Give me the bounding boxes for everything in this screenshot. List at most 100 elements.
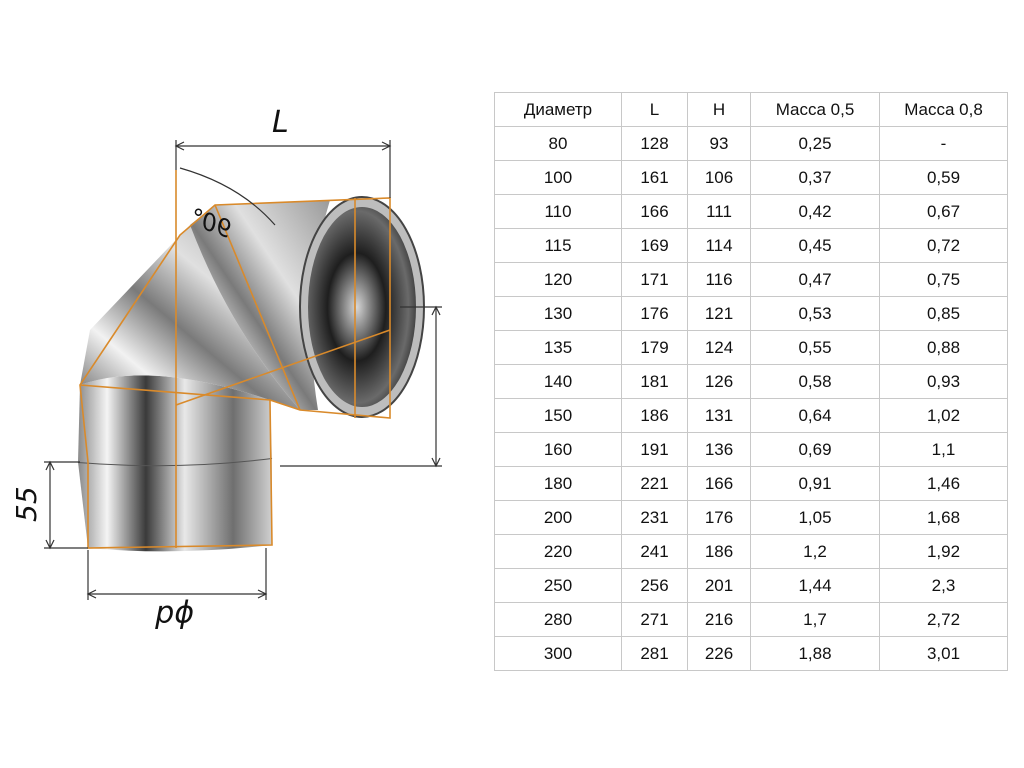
dimension-lines xyxy=(44,140,442,600)
table-cell: 0,42 xyxy=(750,194,880,229)
table-cell: 0,72 xyxy=(879,228,1008,263)
table-cell: 241 xyxy=(621,534,688,569)
table-cell: 271 xyxy=(621,602,688,637)
table-cell: 250 xyxy=(494,568,622,603)
diameter-label: ϕd xyxy=(154,598,194,633)
table-cell: 176 xyxy=(621,296,688,331)
table-cell: 166 xyxy=(687,466,751,501)
table-cell: 1,1 xyxy=(879,432,1008,467)
table-cell: 160 xyxy=(494,432,622,467)
table-cell: 115 xyxy=(494,228,622,263)
table-cell: 200 xyxy=(494,500,622,535)
table-cell: 0,85 xyxy=(879,296,1008,331)
table-cell: 1,05 xyxy=(750,500,880,535)
table-cell: 0,45 xyxy=(750,228,880,263)
table-cell: 176 xyxy=(687,500,751,535)
table-cell: 124 xyxy=(687,330,751,365)
table-cell: 1,88 xyxy=(750,636,880,671)
sleeve-height-label: 55 xyxy=(10,486,43,522)
table-cell: 2,3 xyxy=(879,568,1008,603)
table-cell: 136 xyxy=(687,432,751,467)
table-cell: 111 xyxy=(687,194,751,229)
table-cell: 166 xyxy=(621,194,688,229)
table-cell: 191 xyxy=(621,432,688,467)
construction-lines xyxy=(79,170,391,549)
table-cell: 186 xyxy=(621,398,688,433)
table-cell: 93 xyxy=(687,126,751,161)
col-header-length: L xyxy=(621,92,688,127)
table-cell: 0,47 xyxy=(750,262,880,297)
length-label: L xyxy=(272,105,289,140)
col-header-mass-05: Масса 0,5 xyxy=(750,92,880,127)
table-cell: 110 xyxy=(494,194,622,229)
col-header-diameter: Диаметр xyxy=(494,92,622,127)
table-cell: 116 xyxy=(687,262,751,297)
table-cell: 280 xyxy=(494,602,622,637)
table-cell: 1,44 xyxy=(750,568,880,603)
table-cell: 1,7 xyxy=(750,602,880,637)
table-cell: 0,55 xyxy=(750,330,880,365)
table-cell: 226 xyxy=(687,636,751,671)
table-cell: 0,75 xyxy=(879,262,1008,297)
table-cell: 186 xyxy=(687,534,751,569)
pipe-outlet xyxy=(299,196,425,418)
table-cell: 0,37 xyxy=(750,160,880,195)
table-cell: 256 xyxy=(621,568,688,603)
table-cell: 135 xyxy=(494,330,622,365)
table-cell: 181 xyxy=(621,364,688,399)
table-cell: 126 xyxy=(687,364,751,399)
table-cell: 0,59 xyxy=(879,160,1008,195)
table-cell: 1,68 xyxy=(879,500,1008,535)
table-cell: 130 xyxy=(494,296,622,331)
table-cell: 179 xyxy=(621,330,688,365)
col-header-height: H xyxy=(687,92,751,127)
table-cell: 80 xyxy=(494,126,622,161)
table-cell: 201 xyxy=(687,568,751,603)
table-cell: 1,2 xyxy=(750,534,880,569)
elbow-pipe-drawing: L 90° 55 ϕd xyxy=(10,105,442,633)
table-cell: 1,92 xyxy=(879,534,1008,569)
table-cell: 180 xyxy=(494,466,622,501)
table-cell: 106 xyxy=(687,160,751,195)
col-header-mass-08: Масса 0,8 xyxy=(879,92,1008,127)
table-cell: 300 xyxy=(494,636,622,671)
table-cell: 0,91 xyxy=(750,466,880,501)
table-cell: 140 xyxy=(494,364,622,399)
table-cell: 1,02 xyxy=(879,398,1008,433)
table-cell: 0,67 xyxy=(879,194,1008,229)
table-cell: 281 xyxy=(621,636,688,671)
table-cell: 221 xyxy=(621,466,688,501)
table-cell: 0,58 xyxy=(750,364,880,399)
table-cell: 231 xyxy=(621,500,688,535)
table-cell: 128 xyxy=(621,126,688,161)
table-cell: 169 xyxy=(621,228,688,263)
table-cell: 131 xyxy=(687,398,751,433)
table-cell: 216 xyxy=(687,602,751,637)
table-cell: 100 xyxy=(494,160,622,195)
table-cell: 1,46 xyxy=(879,466,1008,501)
table-cell: 0,69 xyxy=(750,432,880,467)
table-cell: 171 xyxy=(621,262,688,297)
table-cell: 120 xyxy=(494,262,622,297)
table-cell: - xyxy=(879,126,1008,161)
table-cell: 0,88 xyxy=(879,330,1008,365)
table-cell: 220 xyxy=(494,534,622,569)
table-cell: 114 xyxy=(687,228,751,263)
elbow-lower-segment xyxy=(78,375,272,466)
table-cell: 0,93 xyxy=(879,364,1008,399)
table-cell: 2,72 xyxy=(879,602,1008,637)
table-cell: 161 xyxy=(621,160,688,195)
